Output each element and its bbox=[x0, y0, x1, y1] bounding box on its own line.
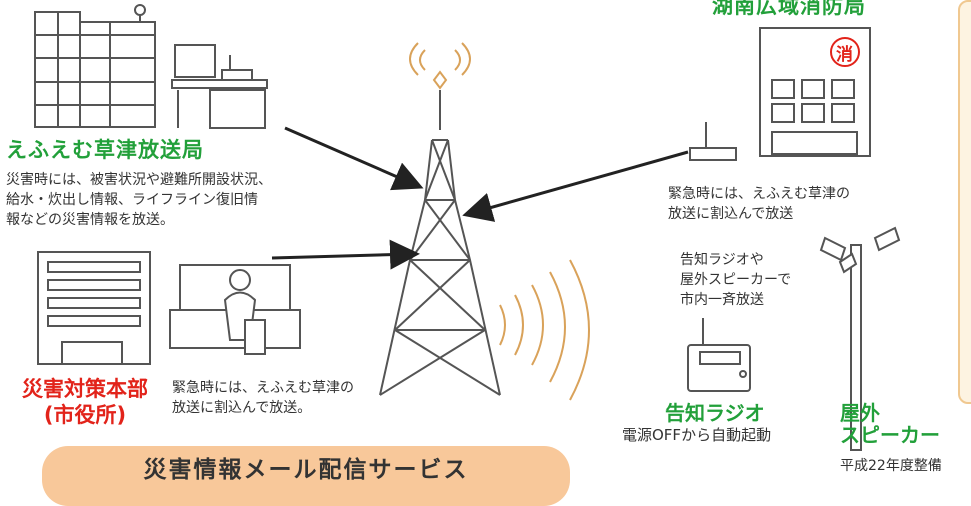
callout-line: 市内一斉放送 bbox=[680, 292, 764, 308]
hq-title-line: (市役所) bbox=[43, 403, 127, 427]
arrow-from-fire bbox=[462, 150, 689, 222]
hq-building-icon bbox=[37, 251, 151, 365]
diagram-illustration bbox=[34, 4, 901, 451]
fire-department-description: 緊急時には、えふえむ草津の 放送に割込んで放送 bbox=[668, 184, 850, 224]
callout-line: 告知ラジオや bbox=[680, 252, 764, 268]
speaker-title-line: スピーカー bbox=[840, 423, 940, 447]
station-description-line: 災害時には、被害状況や避難所開設状況、 bbox=[6, 172, 272, 188]
computer-desk-icon bbox=[171, 44, 268, 129]
station-description: 災害時には、被害状況や避難所開設状況、 給水・炊出し情報、ライフライン復旧情 報… bbox=[6, 170, 272, 230]
arrow-from-hq bbox=[271, 239, 420, 270]
broadcast-waves-icon bbox=[499, 259, 590, 401]
broadcast-callout: 告知ラジオや 屋外スピーカーで 市内一斉放送 bbox=[680, 250, 791, 310]
station-building-icon bbox=[34, 4, 156, 128]
notification-radio-icon bbox=[687, 318, 751, 392]
speaker-caption: 平成22年度整備 bbox=[840, 458, 942, 474]
station-description-line: 報などの災害情報を放送。 bbox=[6, 212, 174, 228]
disaster-hq-title: 災害対策本部 (市役所) bbox=[10, 376, 160, 428]
fire-sign-icon bbox=[830, 37, 860, 67]
side-panel bbox=[958, 0, 971, 404]
fire-sign-label: 消 bbox=[836, 45, 853, 65]
hq-description-line: 緊急時には、えふえむ草津の bbox=[172, 380, 354, 396]
fire-description-line: 放送に割込んで放送 bbox=[668, 206, 794, 222]
station-title: えふえむ草津放送局 bbox=[6, 138, 204, 162]
service-banner-label: 災害情報メール配信サービス bbox=[143, 457, 469, 483]
callout-line: 屋外スピーカーで bbox=[680, 272, 792, 288]
hq-description-line: 放送に割込んで放送。 bbox=[172, 400, 312, 416]
station-description-line: 給水・炊出し情報、ライフライン復旧情 bbox=[6, 192, 258, 208]
hq-title-line: 災害対策本部 bbox=[22, 377, 148, 401]
arrow-from-station bbox=[284, 126, 424, 191]
radio-title: 告知ラジオ bbox=[665, 401, 765, 425]
fire-description-line: 緊急時には、えふえむ草津の bbox=[668, 186, 850, 202]
disaster-hq-description: 緊急時には、えふえむ草津の 放送に割込んで放送。 bbox=[172, 378, 354, 418]
fire-department-title: 湖南広域消防局 bbox=[712, 0, 866, 18]
speaker-title: 屋外 スピーカー bbox=[840, 402, 940, 446]
control-console-icon bbox=[169, 264, 301, 355]
speaker-title-line: 屋外 bbox=[840, 401, 880, 425]
radio-tower-icon bbox=[379, 42, 501, 396]
radio-caption: 電源OFFから自動起動 bbox=[622, 426, 772, 444]
outdoor-speaker-icon bbox=[819, 226, 901, 451]
